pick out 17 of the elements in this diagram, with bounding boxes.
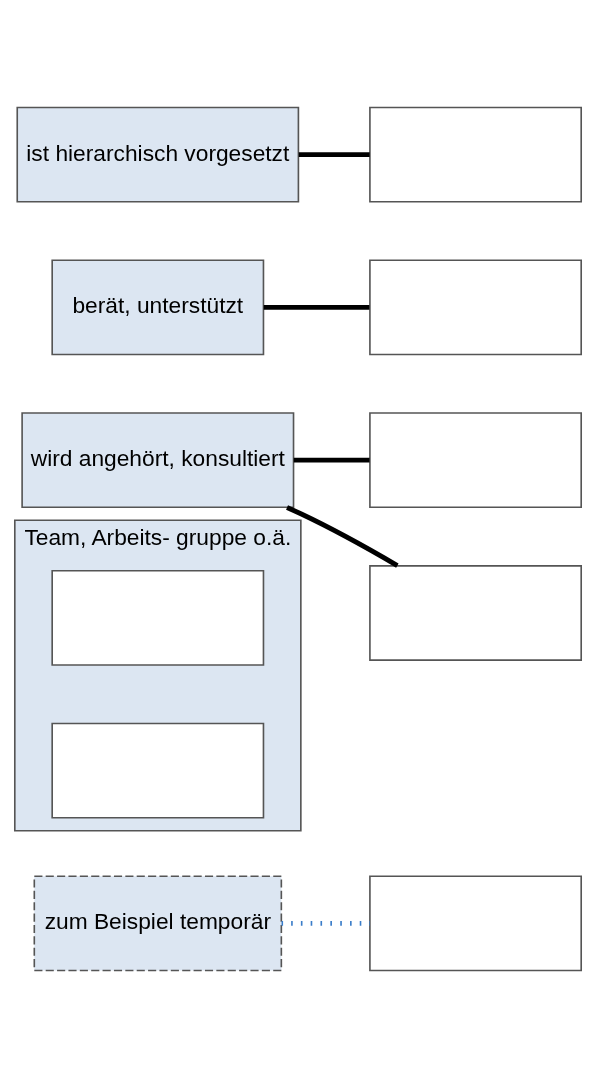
- node-box: [369, 411, 582, 508]
- node-box: zum Beispiel temporär: [33, 874, 283, 971]
- node-box: [369, 874, 582, 971]
- node-box: ist hierarchisch vorgesetzt: [16, 106, 300, 203]
- connector: [281, 920, 370, 926]
- node-box: berät, unterstützt: [51, 258, 265, 355]
- node-box: [369, 564, 582, 661]
- connector: [263, 304, 370, 310]
- node-box: [51, 569, 265, 666]
- node-box: [369, 258, 582, 355]
- node-box: [369, 106, 582, 203]
- node-box: wird angehört, konsultiert: [21, 411, 295, 508]
- cluster: Team, Arbeits- gruppe o.ä.: [14, 519, 302, 832]
- connector: [293, 457, 370, 463]
- connector: [298, 151, 370, 157]
- connector: [286, 504, 399, 568]
- node-box: [51, 722, 265, 819]
